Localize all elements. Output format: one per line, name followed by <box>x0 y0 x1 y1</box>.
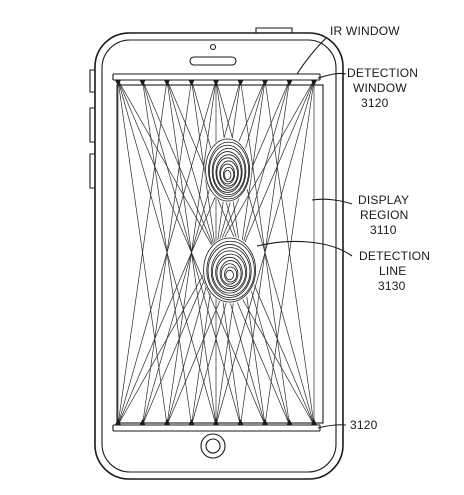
label-detection-line: DETECTION LINE 3130 <box>359 249 434 293</box>
phone <box>89 27 344 480</box>
leader-lines <box>256 37 353 429</box>
receiver-mark <box>139 419 146 425</box>
emitter-mark <box>139 80 146 86</box>
receiver-mark <box>262 419 268 425</box>
side-button <box>89 107 95 143</box>
fingerprint-ridge <box>212 151 243 193</box>
detection-window-bottom <box>112 424 321 432</box>
home-button[interactable] <box>200 433 226 459</box>
fingerprint-ridge <box>225 269 234 281</box>
fingerprint-ridge <box>223 166 235 183</box>
emitter-mark <box>164 80 170 86</box>
phone-outer-outline <box>94 32 344 480</box>
fingerprint-ridge <box>216 157 239 189</box>
emitter-marks <box>115 80 317 425</box>
leader-display-region <box>311 198 353 205</box>
emitter-mark <box>213 80 219 86</box>
label-display-region: DISPLAY REGION 3110 <box>358 193 413 237</box>
label-bottom-window: 3120 <box>350 418 378 432</box>
leader-ir-window <box>296 37 327 75</box>
fingerprint-icon <box>204 137 252 203</box>
fingerprint-ridge <box>220 163 236 185</box>
emitter-mark <box>286 80 293 86</box>
fingerprint-ridge <box>216 256 243 290</box>
phone-inner-outline <box>101 39 337 473</box>
detection-line <box>117 79 266 426</box>
display-region <box>116 84 324 424</box>
receiver-mark <box>237 419 244 425</box>
emitter-mark <box>115 80 121 86</box>
detection-window-top <box>112 73 321 81</box>
fingerprint-ridge <box>220 263 239 285</box>
fingerprint-ridge <box>210 247 251 296</box>
leader-bottom-window <box>317 424 347 429</box>
leader-detection-line <box>256 240 353 257</box>
detection-line <box>215 79 315 426</box>
speaker-slot <box>189 56 237 66</box>
fingerprint-ridge <box>219 260 242 287</box>
receiver-mark <box>164 419 170 425</box>
receiver-mark <box>213 419 219 425</box>
detection-beams <box>117 79 315 426</box>
fingerprint-ridge <box>208 144 247 198</box>
emitter-mark <box>237 80 244 86</box>
fingerprint-ridge <box>203 237 257 303</box>
fingerprint-ridge <box>223 169 232 181</box>
label-ir-window: IR WINDOW <box>330 24 400 38</box>
home-button-inner <box>205 438 221 454</box>
detection-line <box>117 79 217 426</box>
fingerprint-ridge <box>206 240 255 301</box>
detection-line <box>264 79 315 426</box>
receiver-mark <box>188 419 195 425</box>
emitter-mark <box>262 80 268 86</box>
camera-dot <box>209 43 217 51</box>
receiver-mark <box>286 419 293 425</box>
fingerprint-ridge <box>208 141 250 200</box>
label-detection-window: DETECTION WINDOW 3120 <box>347 66 422 110</box>
emitter-mark <box>311 80 317 86</box>
detection-line <box>117 79 168 426</box>
fingerprint-ridge <box>211 148 246 195</box>
receiver-mark <box>115 419 121 425</box>
fingerprint-ridge <box>212 250 248 294</box>
fingerprint-ridge <box>215 154 242 191</box>
emitter-mark <box>188 80 195 86</box>
fingerprint-ridge <box>205 138 251 202</box>
fingerprint-ridge <box>219 160 238 187</box>
fingerprint-icon <box>202 236 258 304</box>
side-button <box>89 69 95 93</box>
fingerprint-ridge <box>215 253 246 292</box>
fingerprint-ridge <box>224 266 238 283</box>
fingerprint-ridge <box>207 244 252 298</box>
leader-detection-window <box>317 72 347 79</box>
side-button <box>255 27 293 33</box>
side-button <box>89 153 95 189</box>
receiver-mark <box>311 419 317 425</box>
